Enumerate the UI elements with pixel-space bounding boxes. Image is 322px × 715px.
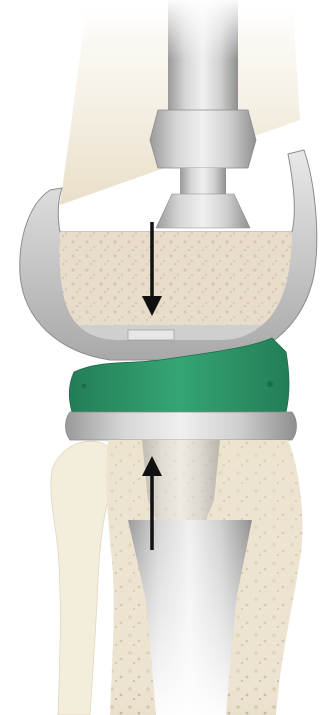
tibial-tray — [66, 412, 297, 440]
